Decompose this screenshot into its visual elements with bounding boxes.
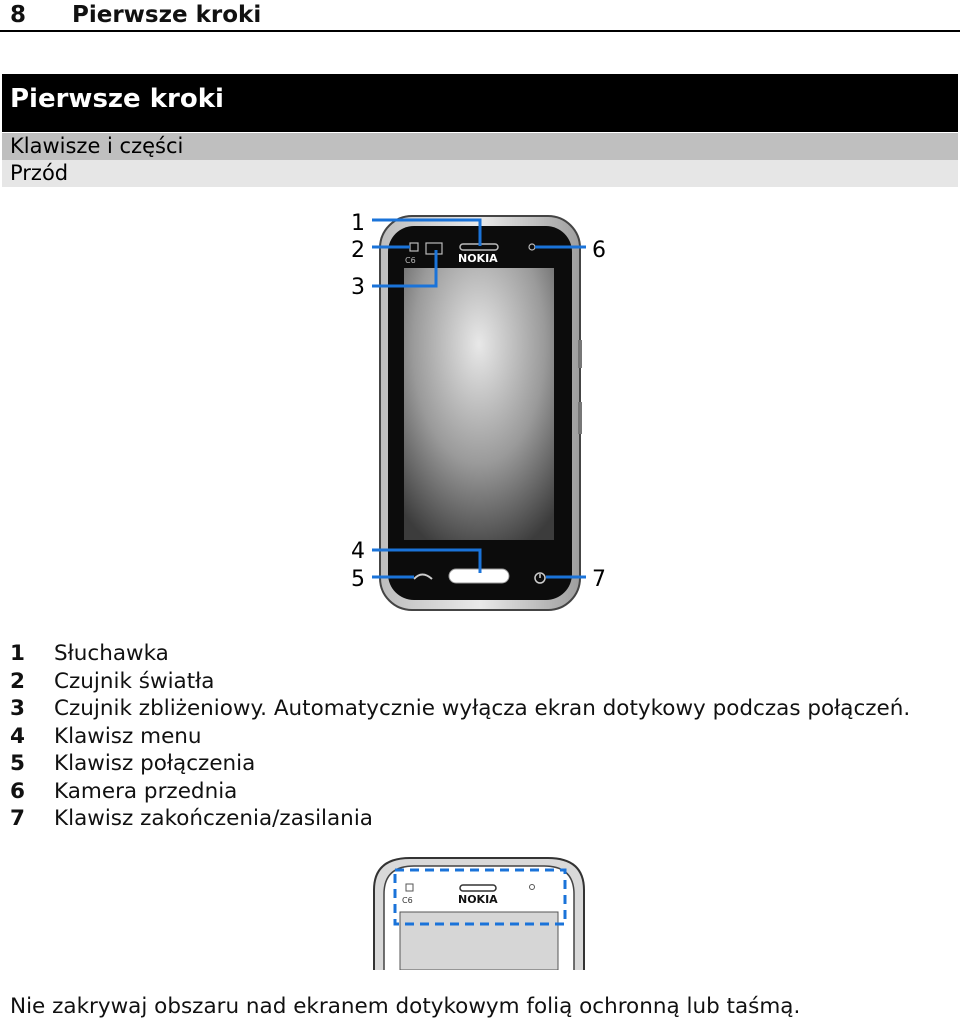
legend-number: 6	[10, 778, 25, 804]
parts-legend: 1 Słuchawka 2 Czujnik światła 3 Czujnik zbl…	[10, 640, 955, 833]
phone-top-illustration: C6 NOKIA	[373, 857, 585, 970]
legend-label: Czujnik zbliżeniowy. Automatycznie wyłąc…	[54, 696, 911, 721]
legend-item: 4 Klawisz menu	[10, 723, 955, 751]
protective-film-note: Nie zakrywaj obszaru nad ekranem dotykow…	[10, 994, 801, 1019]
chapter-title: Pierwsze kroki	[2, 74, 958, 132]
page-number: 8	[10, 2, 27, 28]
legend-number: 1	[10, 641, 25, 666]
legend-number: 4	[10, 723, 25, 749]
brand-label: NOKIA	[458, 252, 498, 265]
callout-5: 5	[351, 567, 365, 592]
legend-label: Kamera przednia	[54, 778, 238, 804]
legend-item: 3 Czujnik zbliżeniowy. Automatycznie wyłą…	[10, 695, 955, 723]
end-key	[534, 572, 546, 584]
legend-label: Klawisz połączenia	[54, 751, 256, 776]
callout-4: 4	[351, 539, 365, 564]
proximity-sensor	[425, 242, 443, 255]
legend-label: Czujnik światła	[54, 668, 215, 694]
legend-number: 3	[10, 696, 25, 721]
callout-6: 6	[592, 238, 606, 263]
legend-item: 2 Czujnik światła	[10, 668, 955, 696]
top-brand-label: NOKIA	[458, 893, 498, 906]
legend-label: Słuchawka	[54, 641, 169, 666]
model-label: C6	[405, 256, 416, 265]
running-title: Pierwsze kroki	[72, 2, 262, 28]
highlight-area	[393, 868, 567, 926]
page-header: 8 Pierwsze kroki	[0, 0, 960, 32]
touch-screen	[404, 268, 554, 540]
legend-item: 5 Klawisz połączenia	[10, 750, 955, 778]
legend-item: 1 Słuchawka	[10, 640, 955, 668]
legend-label: Klawisz zakończenia/zasilania	[54, 806, 373, 831]
callout-7: 7	[592, 567, 606, 592]
legend-number: 2	[10, 668, 25, 694]
callout-3: 3	[351, 275, 365, 300]
legend-item: 7 Klawisz zakończenia/zasilania	[10, 805, 955, 833]
callout-2: 2	[351, 238, 365, 263]
call-key	[413, 573, 433, 580]
phone-front-illustration: C6 NOKIA 1 2 3 6 4 5 7	[351, 211, 606, 611]
callout-1: 1	[351, 211, 365, 236]
subsection-title: Przód	[2, 160, 958, 187]
top-model-label: C6	[402, 896, 413, 905]
legend-number: 5	[10, 751, 25, 776]
section-title: Klawisze i części	[2, 133, 958, 160]
legend-item: 6 Kamera przednia	[10, 778, 955, 806]
callout-lines	[372, 218, 586, 579]
legend-label: Klawisz menu	[54, 723, 202, 749]
legend-number: 7	[10, 806, 25, 831]
top-screen	[399, 911, 559, 970]
